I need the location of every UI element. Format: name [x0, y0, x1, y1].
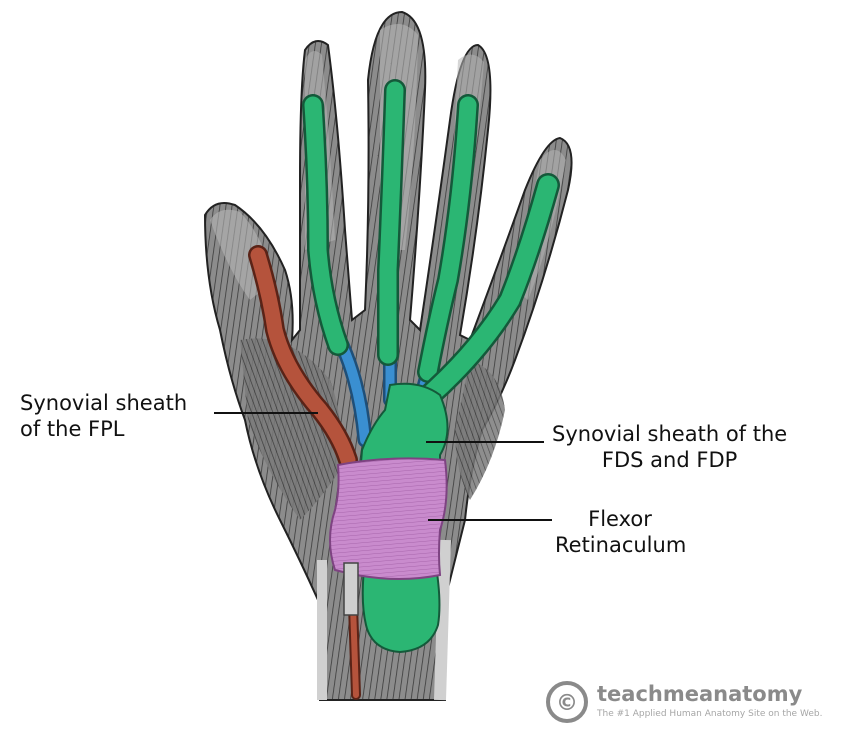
watermark: © teachmeanatomy The #1 Applied Human An… [545, 680, 845, 724]
label-fpl-line1: Synovial sheath [20, 391, 188, 415]
leader-line-flexor [428, 519, 552, 521]
watermark-tagline: The #1 Applied Human Anatomy Site on the… [597, 709, 823, 719]
label-flexor-line1: Flexor [588, 507, 652, 531]
label-fpl-sheath: Synovial sheath of the FPL [20, 390, 187, 442]
copyright-icon: © [546, 681, 588, 723]
label-fds-line1: Synovial sheath of the [552, 422, 788, 446]
label-fds-line2: FDS and FDP [601, 448, 738, 472]
flexor-retinaculum [329, 457, 448, 580]
leader-line-fds [426, 441, 544, 443]
watermark-brand: teachmeanatomy [597, 682, 803, 706]
label-fpl-line2: of the FPL [20, 417, 125, 441]
copyright-glyph: © [556, 691, 578, 716]
common-flexor-sheath [358, 382, 449, 654]
leader-line-fpl [214, 412, 318, 414]
tendon-tag [343, 562, 359, 616]
label-flexor-retinaculum: Flexor Retinaculum [555, 506, 687, 558]
label-flexor-line2: Retinaculum [555, 533, 687, 557]
label-fds-fdp-sheath: Synovial sheath of the FDS and FDP [552, 421, 787, 473]
flexor-digital-sheaths [302, 79, 560, 407]
